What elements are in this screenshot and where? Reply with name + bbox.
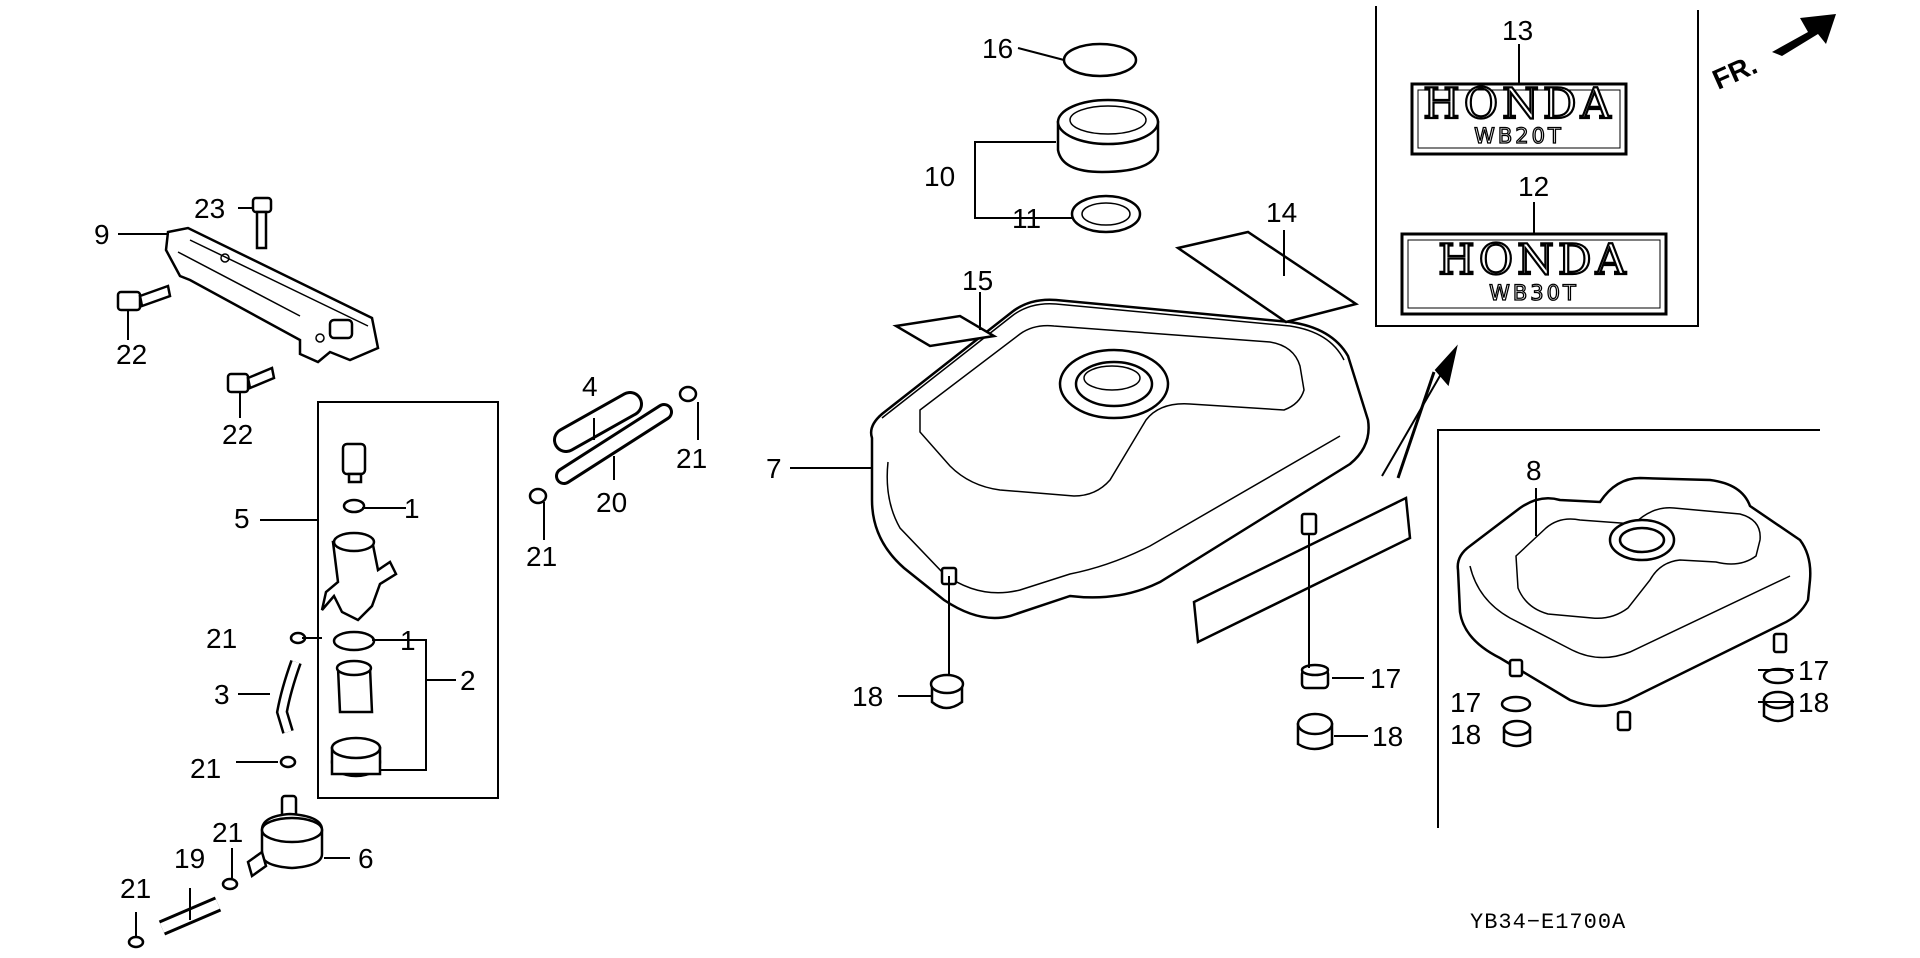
callout-6: 6 bbox=[358, 843, 374, 874]
emblem-12-brand: HONDA bbox=[1438, 235, 1630, 284]
callout-3: 3 bbox=[214, 679, 230, 710]
emblem-12: HONDA WB30T bbox=[1400, 232, 1668, 316]
fuel-tank-8 bbox=[1456, 476, 1812, 732]
emblem-13-brand: HONDA bbox=[1423, 79, 1615, 128]
front-direction-arrow: FR. bbox=[1708, 14, 1836, 95]
callout-7: 7 bbox=[766, 453, 782, 484]
callout-13: 13 bbox=[1502, 15, 1533, 46]
callout-22a: 22 bbox=[116, 339, 147, 370]
callout-21d: 21 bbox=[120, 873, 151, 904]
callout-20: 20 bbox=[596, 487, 627, 518]
leader-lines bbox=[118, 44, 1794, 936]
gasket-16 bbox=[1062, 42, 1138, 78]
callout-18c: 18 bbox=[1450, 719, 1481, 750]
callout-23: 23 bbox=[194, 193, 225, 224]
label-14 bbox=[1174, 230, 1360, 324]
bottom-label-strip bbox=[1192, 496, 1412, 644]
callout-2: 2 bbox=[460, 665, 476, 696]
callout-18a: 18 bbox=[852, 681, 883, 712]
inset-box bbox=[1437, 429, 1820, 828]
callout-labels: 1 1 2 3 4 5 6 7 8 9 10 11 12 13 14 15 16… bbox=[94, 15, 1829, 904]
fuel-tank-7 bbox=[869, 298, 1370, 620]
tube-4 bbox=[553, 391, 643, 453]
emblem-12-model: WB30T bbox=[1489, 281, 1579, 305]
callout-8: 8 bbox=[1526, 455, 1542, 486]
callout-4: 4 bbox=[582, 371, 598, 402]
fuel-cock-assembly-box bbox=[317, 401, 499, 799]
callout-11: 11 bbox=[1012, 203, 1041, 234]
callout-5: 5 bbox=[234, 503, 250, 534]
emblem-box bbox=[1375, 6, 1699, 327]
callout-21f: 21 bbox=[676, 443, 707, 474]
label-15 bbox=[892, 314, 998, 348]
gasket-11 bbox=[1070, 194, 1142, 234]
fuel-hose-3 bbox=[275, 659, 302, 734]
bolt-23 bbox=[251, 196, 273, 250]
drawing-code: YB34−E1700A bbox=[1470, 910, 1626, 935]
callout-14: 14 bbox=[1266, 197, 1297, 228]
nut-18-main-right bbox=[1296, 712, 1334, 751]
callout-12: 12 bbox=[1518, 171, 1549, 202]
tube-20 bbox=[555, 403, 673, 485]
callout-16: 16 bbox=[982, 33, 1013, 64]
callout-18d: 18 bbox=[1798, 687, 1829, 718]
callout-17b: 17 bbox=[1450, 687, 1481, 718]
clips-21-tubes bbox=[528, 385, 698, 505]
emblem-13: HONDA WB20T bbox=[1410, 78, 1628, 156]
emblem-13-model: WB20T bbox=[1474, 124, 1564, 148]
callout-18b: 18 bbox=[1372, 721, 1403, 752]
callout-1a: 1 bbox=[404, 493, 420, 524]
callout-21b: 21 bbox=[190, 753, 221, 784]
dampers-nuts-inset bbox=[1500, 667, 1794, 748]
callout-17a: 17 bbox=[1370, 663, 1401, 694]
callout-17c: 17 bbox=[1798, 655, 1829, 686]
callout-21c: 21 bbox=[212, 817, 243, 848]
callout-1b: 1 bbox=[400, 625, 416, 656]
fuel-filter-6 bbox=[246, 794, 324, 879]
callout-21e: 21 bbox=[526, 541, 557, 572]
fuel-cap-10 bbox=[1056, 98, 1160, 174]
callout-9: 9 bbox=[94, 219, 110, 250]
tank-bracket bbox=[164, 226, 380, 364]
fuel-cock-parts bbox=[320, 442, 398, 778]
direction-label: FR. bbox=[1708, 49, 1762, 96]
bolt-22-lower bbox=[226, 366, 276, 394]
clips-21-bottom bbox=[127, 877, 239, 949]
pointer-arrow bbox=[1381, 344, 1458, 479]
callout-10: 10 bbox=[924, 161, 955, 192]
callout-21a: 21 bbox=[206, 623, 237, 654]
nut-18-main-left bbox=[929, 673, 965, 710]
damper-17-main bbox=[1300, 663, 1330, 690]
callout-15: 15 bbox=[962, 265, 993, 296]
bolt-22-upper bbox=[116, 284, 172, 312]
callout-19: 19 bbox=[174, 843, 205, 874]
callout-22b: 22 bbox=[222, 419, 253, 450]
